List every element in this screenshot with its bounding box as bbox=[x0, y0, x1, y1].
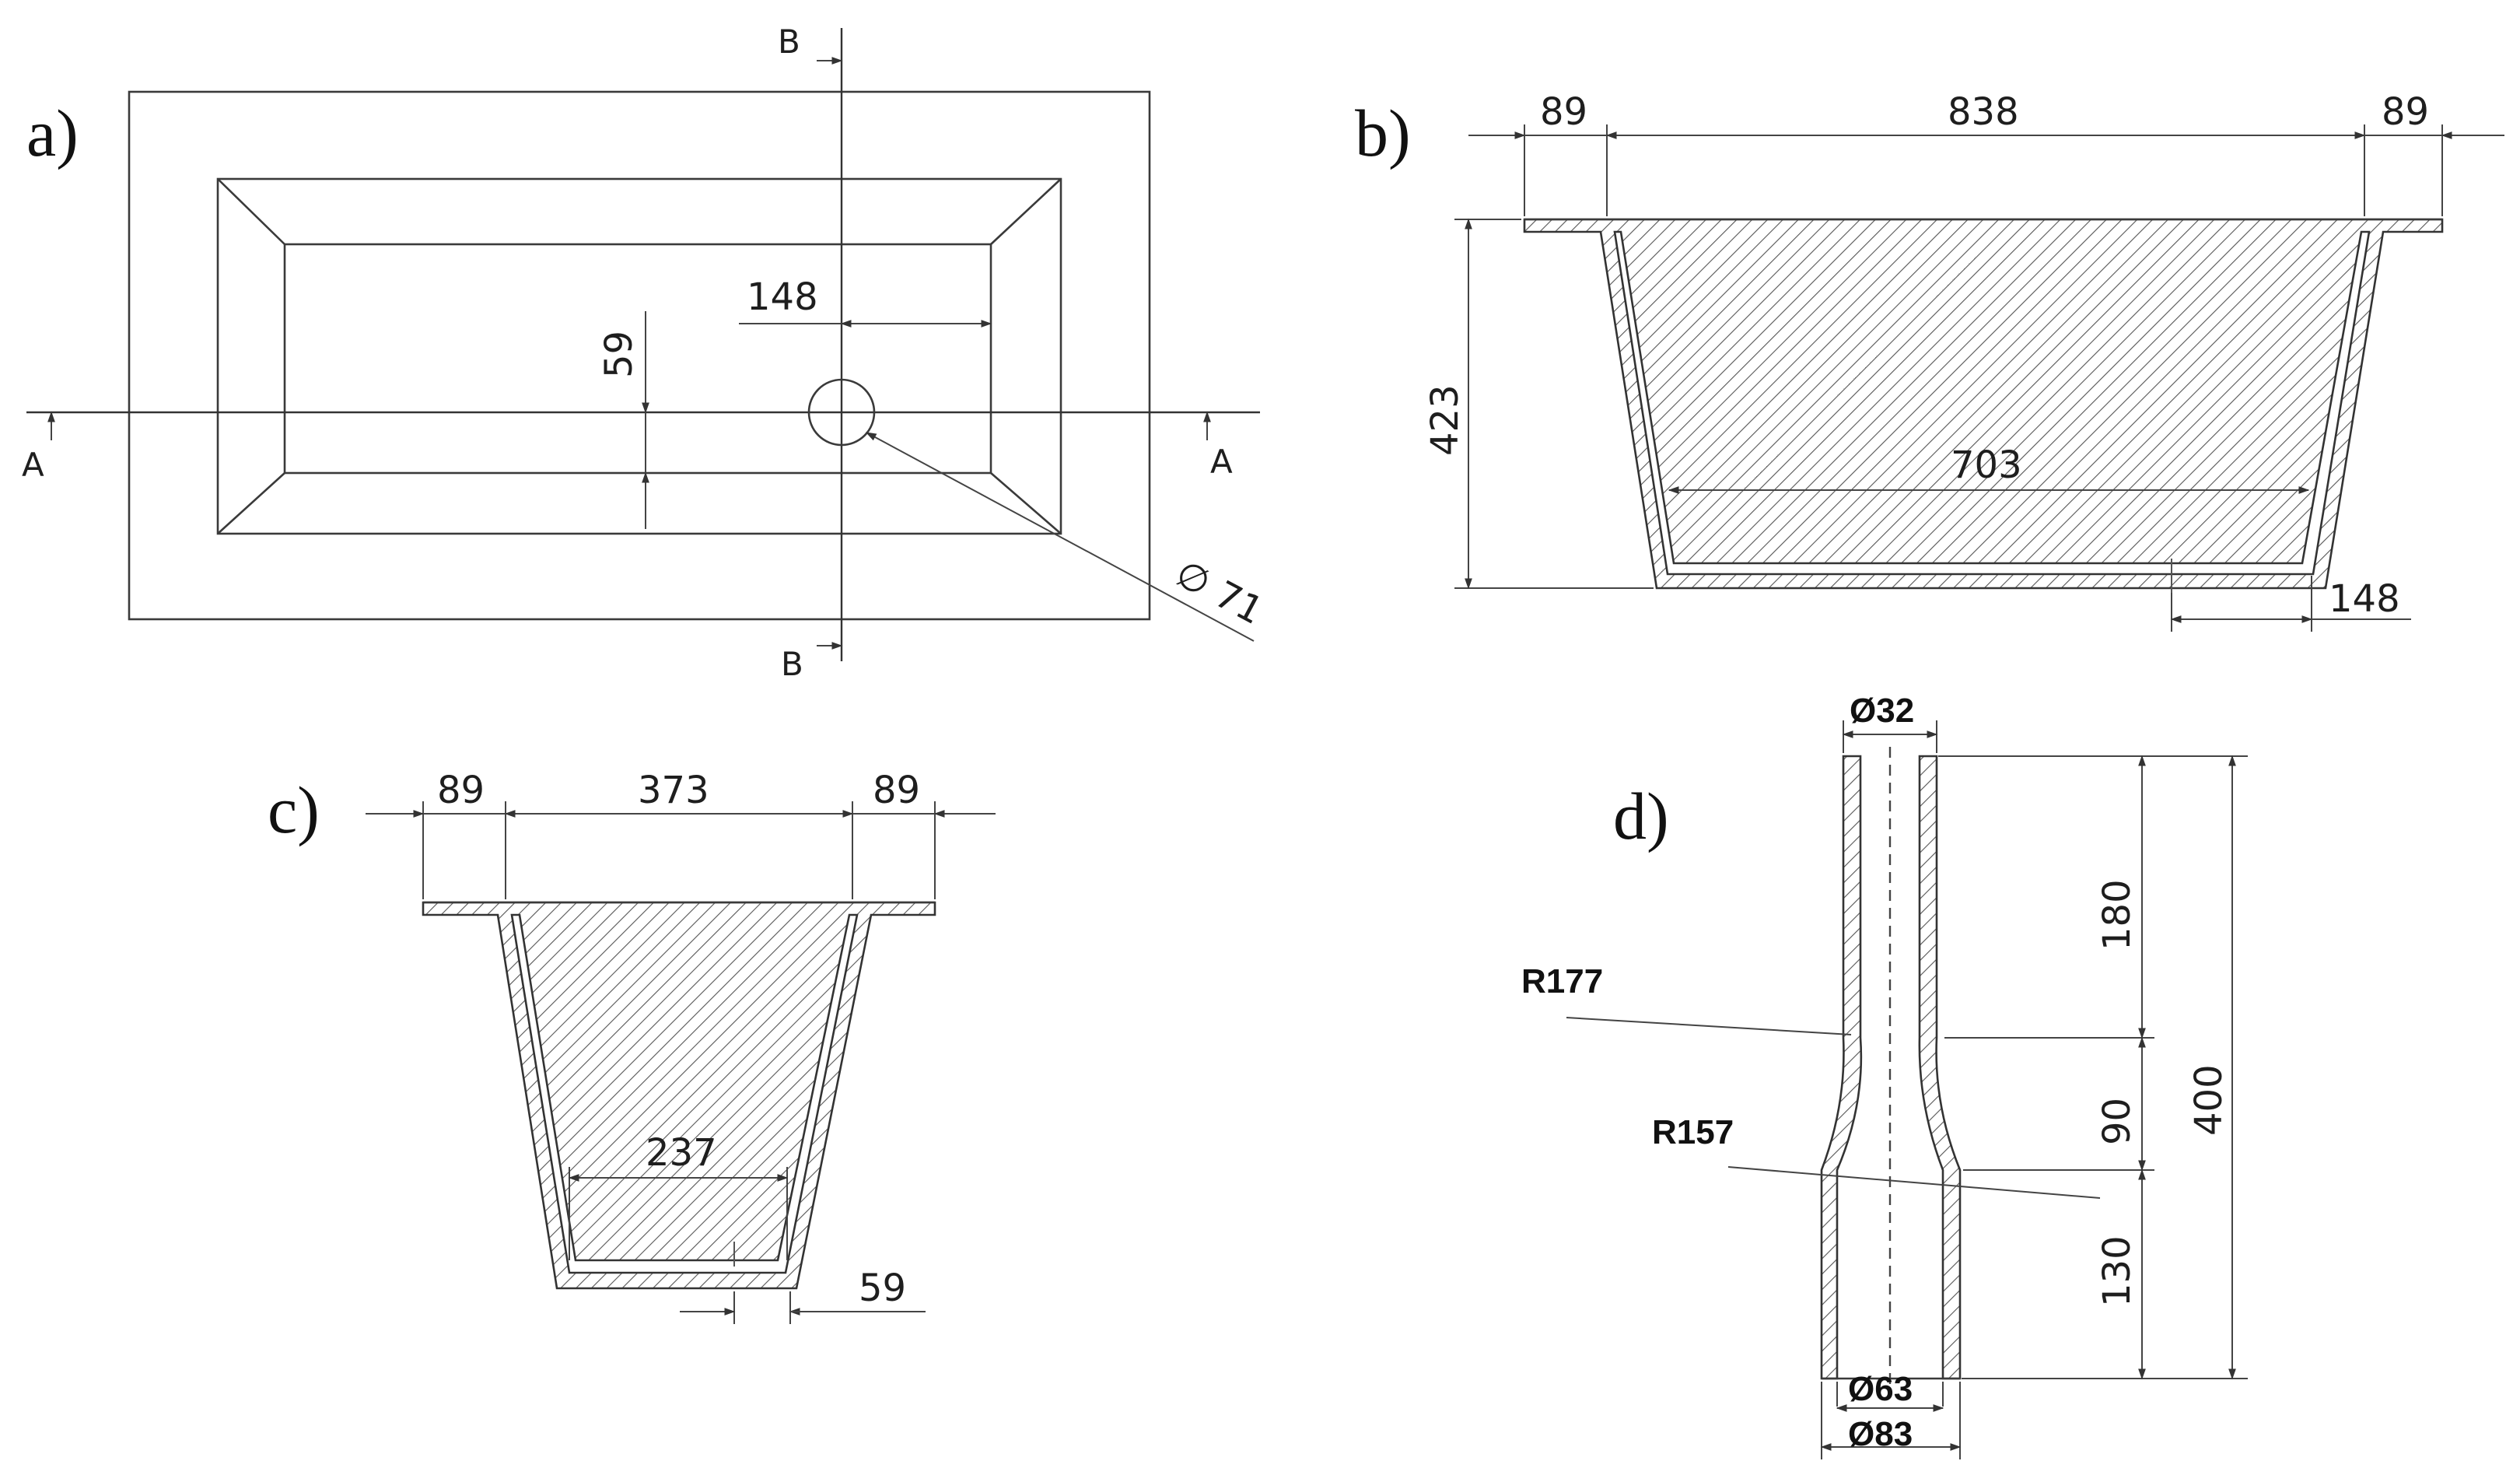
section-mark-b-top: B bbox=[778, 23, 800, 61]
dim-d-r177: R177 bbox=[1521, 962, 1603, 1000]
dim-a-59: 59 bbox=[597, 331, 641, 378]
panel-d-drain-pipe: d) Ø32 180 90 130 400 R177 R157 bbox=[1521, 692, 2248, 1459]
basin-top-outline bbox=[216, 177, 1062, 535]
dim-b-148: 148 bbox=[2329, 577, 2400, 621]
panel-c-label: c) bbox=[268, 773, 320, 847]
dim-d-180: 180 bbox=[2095, 879, 2139, 951]
basin-floor-outline bbox=[283, 243, 992, 475]
section-mark-a-left: A bbox=[22, 446, 44, 484]
dim-d-83: Ø83 bbox=[1848, 1415, 1913, 1453]
section-mark-a-right: A bbox=[1210, 443, 1233, 481]
panel-b-long-section: b) 89 838 89 423 703 148 bbox=[1355, 90, 2504, 632]
pipe-wall-right bbox=[1918, 755, 1962, 1380]
dim-d-130: 130 bbox=[2095, 1235, 2139, 1307]
dim-c-89-left: 89 bbox=[437, 769, 485, 812]
tub-cross-section bbox=[422, 901, 936, 1290]
leader-r177 bbox=[1566, 1017, 1852, 1035]
outer-rim-outline bbox=[128, 90, 1151, 621]
corner-edge-br bbox=[990, 472, 1062, 534]
tub-shell-section bbox=[1523, 218, 2444, 590]
panel-a-top-view: a) B B A A ∅ 71 148 59 bbox=[22, 23, 1270, 683]
pipe-wall-left bbox=[1820, 755, 1863, 1380]
dim-d-32: Ø32 bbox=[1850, 692, 1914, 730]
dim-b-89-left: 89 bbox=[1540, 90, 1587, 134]
dim-d-63: Ø63 bbox=[1848, 1370, 1913, 1408]
dim-b-703: 703 bbox=[1951, 443, 2022, 487]
dim-d-90: 90 bbox=[2095, 1098, 2139, 1145]
corner-edge-tr bbox=[990, 178, 1062, 245]
corner-edge-bl bbox=[217, 472, 285, 534]
dim-a-148: 148 bbox=[747, 275, 818, 319]
dim-b-423: 423 bbox=[1423, 384, 1467, 456]
drain-hole-circle bbox=[807, 378, 876, 447]
dim-b-89-right: 89 bbox=[2382, 90, 2429, 134]
drain-leader-line bbox=[865, 432, 1255, 642]
section-mark-b-bottom: B bbox=[781, 645, 803, 683]
dim-c-89-right: 89 bbox=[873, 769, 920, 812]
dim-d-r157: R157 bbox=[1652, 1113, 1734, 1151]
dim-c-59: 59 bbox=[859, 1267, 906, 1310]
panel-b-label: b) bbox=[1355, 96, 1411, 170]
panel-a-label: a) bbox=[26, 96, 79, 170]
dim-c-373: 373 bbox=[638, 769, 709, 812]
dim-c-237: 237 bbox=[646, 1131, 717, 1175]
dim-b-838: 838 bbox=[1948, 90, 2019, 134]
leader-r157 bbox=[1727, 1166, 2101, 1199]
panel-d-label: d) bbox=[1613, 779, 1669, 853]
dim-a-71: ∅ 71 bbox=[1168, 552, 1270, 633]
corner-edge-tl bbox=[217, 178, 285, 245]
panel-c-cross-section: c) 89 373 89 237 59 bbox=[268, 769, 996, 1324]
dim-d-400: 400 bbox=[2187, 1064, 2231, 1136]
